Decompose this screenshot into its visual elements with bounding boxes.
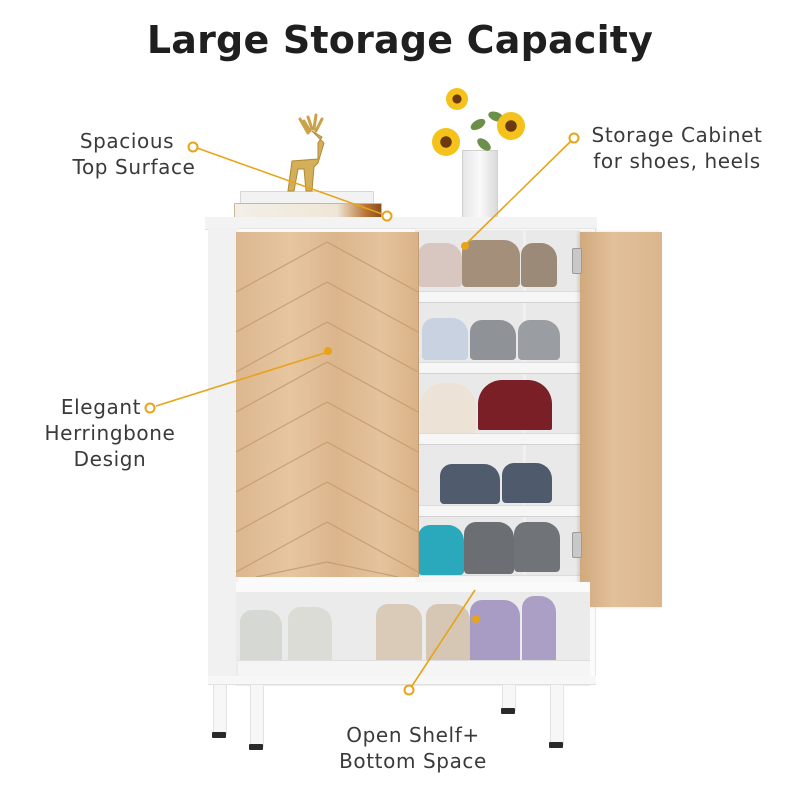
- callout-line: Top Surface: [72, 155, 196, 179]
- right-door-open[interactable]: [580, 232, 662, 607]
- herringbone-pattern-icon: [236, 241, 418, 577]
- shoe: [470, 320, 516, 360]
- boot: [470, 600, 520, 668]
- sneaker: [464, 522, 514, 574]
- shoe: [521, 243, 557, 287]
- callout-storage-cabinet: Storage Cabinet for shoes, heels: [582, 122, 772, 174]
- callout-open-shelf: Open Shelf+ Bottom Space: [328, 722, 498, 774]
- cabinet-leg: [550, 684, 564, 745]
- cabinet-shelf: [415, 362, 580, 374]
- leg-foot: [501, 708, 515, 714]
- cabinet-leg: [502, 684, 516, 711]
- sunflower-icon: [432, 128, 460, 156]
- cabinet-shelf: [415, 291, 580, 303]
- callout-dot-icon: [403, 684, 415, 696]
- high-heel: [478, 380, 552, 430]
- callout-line: Open Shelf+: [346, 723, 480, 747]
- sneaker: [418, 525, 464, 575]
- shoe: [518, 320, 560, 360]
- callout-top-surface: Spacious Top Surface: [60, 128, 208, 180]
- cabinet-shelf: [415, 433, 580, 445]
- shoe: [502, 463, 552, 503]
- callout-line: Herringbone: [44, 421, 176, 445]
- sunflower-icon: [497, 112, 525, 140]
- vase: [462, 150, 498, 218]
- shoe: [462, 240, 520, 287]
- left-door-herringbone[interactable]: [236, 232, 419, 577]
- sneaker: [514, 522, 560, 572]
- callout-line: Spacious: [79, 129, 175, 153]
- cabinet-leg: [250, 684, 264, 747]
- callout-line: Bottom Space: [339, 749, 487, 773]
- leg-foot: [249, 744, 263, 750]
- callout-herringbone: Elegant Herringbone Design: [44, 394, 176, 472]
- boot: [426, 604, 470, 668]
- callout-line: Elegant: [60, 395, 142, 419]
- sunflower-icon: [446, 88, 468, 110]
- leaf-icon: [468, 116, 488, 133]
- shoe: [422, 318, 468, 360]
- callout-dot-icon: [568, 132, 580, 144]
- high-heel: [420, 383, 476, 433]
- callout-line: Storage Cabinet: [591, 123, 763, 147]
- hinge-icon: [572, 248, 582, 274]
- cabinet-leg: [213, 684, 227, 735]
- boot: [376, 604, 422, 668]
- cabinet-base: [208, 676, 596, 685]
- leg-foot: [549, 742, 563, 748]
- cabinet-side-panel: [208, 228, 238, 680]
- callout-line: for shoes, heels: [593, 149, 761, 173]
- hinge-icon: [572, 532, 582, 558]
- shoe: [418, 243, 462, 287]
- callout-line: Design: [73, 447, 147, 471]
- deer-figurine-icon: [287, 113, 325, 192]
- leg-foot: [212, 732, 226, 738]
- page-title: Large Storage Capacity: [146, 18, 654, 62]
- cabinet-shelf: [415, 505, 580, 517]
- shoe: [440, 464, 500, 504]
- bottom-shelf: [238, 660, 590, 677]
- boot: [522, 596, 556, 666]
